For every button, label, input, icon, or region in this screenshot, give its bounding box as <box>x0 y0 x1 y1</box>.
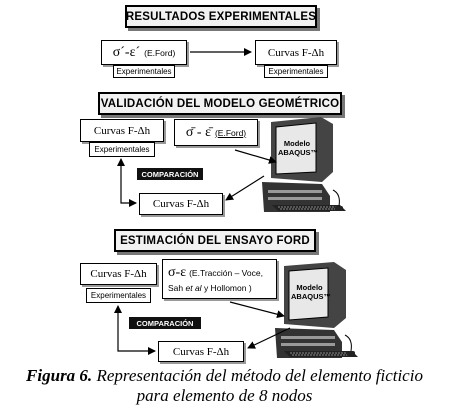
section3-arrow-formula-to-model <box>229 301 285 319</box>
section1-formula-source: (E.Ford) <box>144 47 176 58</box>
section2-computer-icon <box>262 117 346 212</box>
section3-computer-icon <box>275 262 358 358</box>
section1-curvas-box: Curvas F-Δh <box>255 40 337 65</box>
section3-curvas-top-sub: Experimentales <box>86 288 151 303</box>
section1-formula-sub-text: Experimentales <box>116 67 172 76</box>
section3-arrow-model-to-curvas <box>247 327 291 349</box>
figure-caption-text2: para elemento de 8 nodos <box>136 386 313 405</box>
section2-curvas-bottom-box: Curvas F-Δh <box>139 193 223 215</box>
section1-title-text: RESULTADOS EXPERIMENTALES <box>125 10 317 23</box>
section2-curvas-top-sub-text: Experimentales <box>94 145 150 154</box>
section3-curvas-top-box: Curvas F-Δh <box>80 263 157 285</box>
section3-curvas-bottom-label: Curvas F-Δh <box>172 345 230 358</box>
section3-formula: σ-ε <box>168 265 187 280</box>
section2-formula-source: (E.Ford) <box>214 127 247 138</box>
section3-comparison-text: COMPARACIÓN <box>136 318 194 328</box>
figure-caption-line1: Figura 6. Representación del método del … <box>0 366 449 386</box>
section3-source-line2-post: y Hollomon ) <box>201 283 252 293</box>
section2-comparison-text: COMPARACIÓN <box>141 169 199 179</box>
section2-curvas-top-label: Curvas F-Δh <box>93 124 151 137</box>
section2-curvas-top-sub: Experimentales <box>89 142 155 157</box>
section3-curvas-top-label: Curvas F-Δh <box>90 268 147 280</box>
section3-computer-label: Modelo ABAQUS™ <box>291 283 332 301</box>
section2-computer-label-text: Modelo ABAQUS™ <box>278 139 319 157</box>
section3-formula-source-line1: (E.Tracción – Voce, <box>189 268 263 278</box>
figure-caption-line2: para elemento de 8 nodos <box>0 386 449 406</box>
section1-curvas-label: Curvas F-Δh <box>267 46 325 59</box>
section3-title-text: ESTIMACIÓN DEL ENSAYO FORD <box>120 234 310 247</box>
section2-formula-box: σ̄ - ε̄ (E.Ford) <box>174 119 258 146</box>
section2-formula: σ̄ - ε̄ <box>185 124 211 140</box>
section1-curvas-sub: Experimentales <box>264 65 328 78</box>
section1-title: RESULTADOS EXPERIMENTALES <box>125 5 317 28</box>
figure-number: Figura 6. <box>26 366 93 385</box>
section3-source-line2-italic: et al <box>185 283 202 293</box>
section3-source-line2-pre: Sah <box>168 283 186 293</box>
section1-formula-sub: Experimentales <box>113 65 175 78</box>
figure-caption-text1: Representación del método del elemento f… <box>92 366 423 385</box>
section2-arrow-formula-to-model <box>234 149 277 164</box>
section3-comparison-badge: COMPARACIÓN <box>129 317 201 329</box>
section1-formula-box: σ´-ε´ (E.Ford) <box>101 40 187 65</box>
section3-formula-box: σ-ε (E.Tracción – Voce, Sah et al y Holl… <box>162 259 277 299</box>
section3-curvas-bottom-box: Curvas F-Δh <box>158 341 244 362</box>
section2-computer-label: Modelo ABAQUS™ <box>278 139 319 157</box>
section3-curvas-top-sub-text: Experimentales <box>90 291 147 300</box>
section2-curvas-bottom-label: Curvas F-Δh <box>152 198 210 210</box>
section1-curvas-sub-text: Experimentales <box>268 67 324 76</box>
section2-title-text: VALIDACIÓN DEL MODELO GEOMÉTRICO <box>100 97 340 110</box>
section1-formula: σ´-ε´ <box>112 44 141 60</box>
section2-arrow-model-to-curvas <box>225 175 265 201</box>
section3-arrow-comparison-down <box>117 323 156 355</box>
section2-arrow-comparison-down <box>120 174 137 207</box>
section3-computer-label-text: Modelo ABAQUS™ <box>291 283 332 301</box>
section3-title: ESTIMACIÓN DEL ENSAYO FORD <box>114 229 316 252</box>
section2-curvas-top-box: Curvas F-Δh <box>80 119 164 142</box>
section2-title: VALIDACIÓN DEL MODELO GEOMÉTRICO <box>98 92 342 115</box>
section2-comparison-badge: COMPARACIÓN <box>137 168 203 180</box>
